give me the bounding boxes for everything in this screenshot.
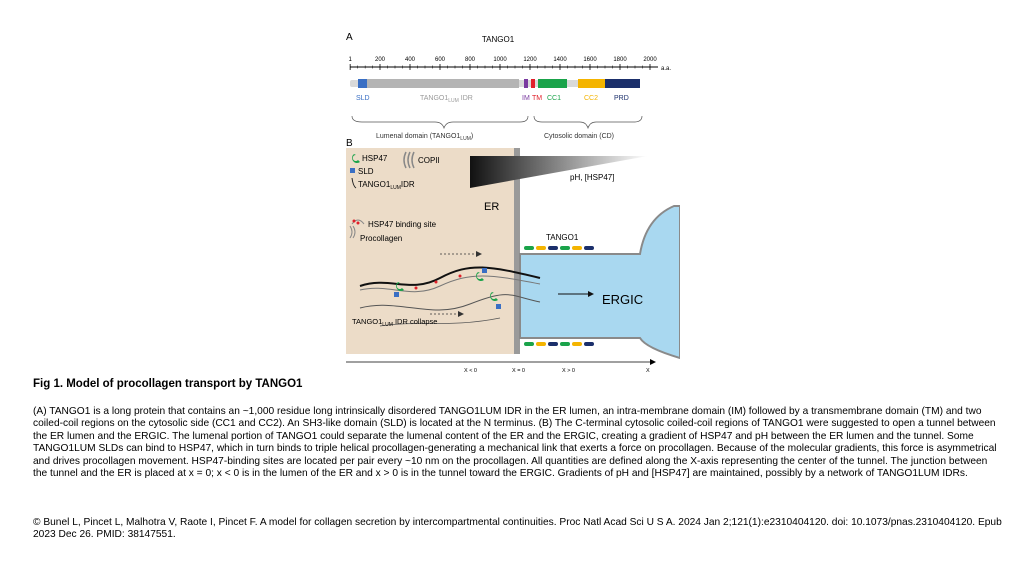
procollagen-legend-icon: [349, 225, 356, 239]
prd-label: PRD: [614, 95, 629, 102]
prd-domain: [605, 79, 640, 88]
lumenal-domain-label: Lumenal domain (TANGO1LUM): [376, 133, 473, 142]
tango1-coils-top: [524, 246, 594, 250]
im-label: IM: [522, 95, 530, 102]
gradient-label: pH, [HSP47]: [570, 173, 614, 182]
gradient-wedge: [470, 156, 648, 188]
tango1-cytosolic-label: TANGO1: [546, 233, 579, 242]
procollagen-strand: [359, 266, 541, 287]
tm-domain: [531, 79, 535, 88]
axis-tick-label: 1200: [523, 57, 537, 63]
cytosolic-brace: [533, 115, 643, 130]
axis-pos-label: X > 0: [562, 368, 575, 374]
legend-procollagen: Procollagen: [360, 234, 402, 243]
axis-tick-label: 1800: [613, 57, 627, 63]
panel-b-label: B: [346, 138, 353, 149]
er-membrane: [514, 148, 520, 354]
cytosolic-domain-label: Cytosolic domain (CD): [544, 133, 614, 140]
im-domain: [524, 79, 528, 88]
idr-label: TANGO1LUM IDR: [420, 95, 473, 104]
hsp47-legend-icon: [352, 154, 360, 163]
idr-legend-icon: [351, 177, 357, 189]
binding-site-dot-icon: [356, 221, 360, 225]
idr-strand: [359, 294, 541, 311]
axis-ticks: [349, 64, 651, 70]
figure-caption-title: Fig 1. Model of procollagen transport by…: [33, 378, 303, 390]
idr-collapse-label: TANGO1LUM IDR collapse: [352, 317, 437, 328]
axis-tick-label: 1600: [583, 57, 597, 63]
ergic-label: ERGIC: [602, 292, 643, 307]
cc2-domain: [578, 79, 605, 88]
axis-zero-label: X = 0: [512, 368, 525, 374]
idr-strand: [379, 317, 501, 327]
lumenal-brace: [351, 115, 529, 130]
axis-tick-label: 1000: [493, 57, 507, 63]
collapse-arrowhead: [458, 311, 464, 317]
sld-legend-icon: [350, 168, 355, 173]
axis-tick-label: 400: [405, 57, 416, 63]
figure-caption-body: (A) TANGO1 is a long protein that contai…: [33, 406, 997, 480]
copii-legend-icon: [403, 151, 415, 169]
legend-sld: SLD: [358, 167, 374, 176]
axis-tick-label: 800: [465, 57, 476, 63]
er-label: ER: [484, 201, 499, 213]
axis-tick-label: 600: [435, 57, 446, 63]
axis-tick-label: 1400: [553, 57, 567, 63]
axis-tick-label: 2000: [643, 57, 657, 63]
axis-tick-label: 1: [348, 57, 352, 63]
tango1-coils-bottom: [524, 342, 594, 346]
hsp47-sld-markers: [394, 268, 501, 309]
tm-label: TM: [532, 95, 542, 102]
sld-label: SLD: [356, 95, 370, 102]
legend-binding-site: HSP47 binding site: [368, 220, 437, 229]
idr-domain: [367, 79, 519, 88]
movement-arrowhead: [476, 251, 482, 257]
panel-a-title: TANGO1: [482, 35, 515, 44]
sld-domain: [358, 79, 367, 88]
legend-copii: COPII: [418, 156, 440, 165]
axis-unit: a.a.: [661, 66, 671, 72]
ergic-compartment: [519, 205, 681, 360]
legend-hsp47: HSP47: [362, 154, 388, 163]
binding-site-dot-icon: [352, 219, 356, 223]
axis-x-label: X: [646, 368, 650, 374]
ergic-arrowhead: [588, 291, 594, 297]
citation: © Bunel L, Pincet L, Malhotra V, Raote I…: [33, 517, 1002, 541]
binding-site-legend-icon: [351, 219, 365, 225]
x-axis-arrowhead: [650, 359, 656, 365]
procollagen-strand-helix: [359, 275, 541, 293]
legend-idr: TANGO1LUMIDR: [358, 180, 415, 191]
cc1-label: CC1: [547, 95, 561, 102]
cc2-label: CC2: [584, 95, 598, 102]
panel-a-label: A: [346, 32, 353, 43]
axis-neg-label: X < 0: [464, 368, 477, 374]
axis-tick-label: 200: [375, 57, 386, 63]
cc1-domain: [538, 79, 567, 88]
